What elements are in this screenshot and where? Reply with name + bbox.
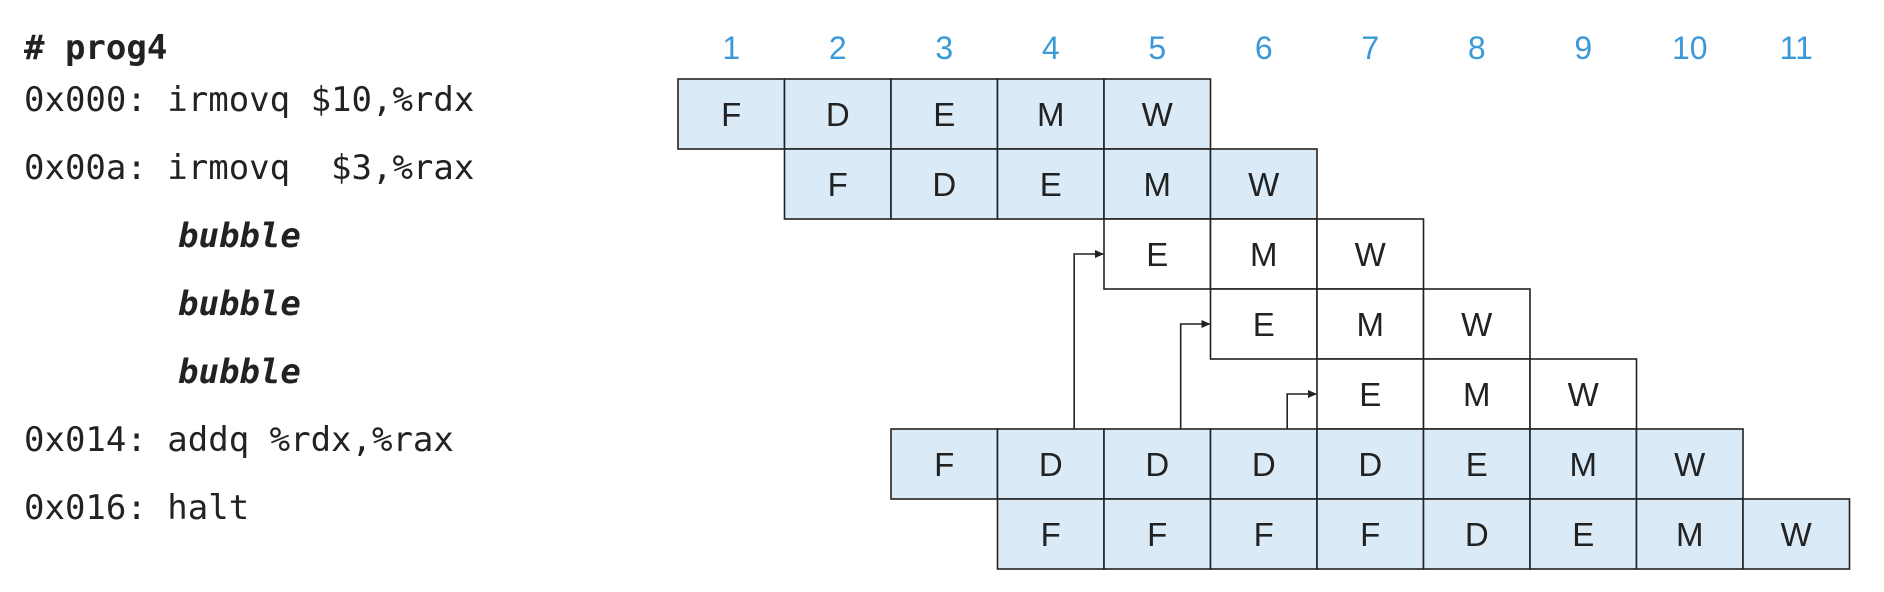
stage-label: F	[1041, 516, 1061, 553]
stage-label: M	[1250, 236, 1278, 273]
cycle-number: 4	[1042, 30, 1060, 66]
stage-label: W	[1248, 166, 1280, 203]
cycle-number: 2	[829, 30, 847, 66]
stage-cell	[1209, 218, 1318, 290]
stage-label: F	[721, 96, 741, 133]
stage-label: D	[1145, 446, 1169, 483]
stage-cell	[783, 78, 892, 150]
cycle-number: 1	[722, 30, 740, 66]
cycle-number: 8	[1468, 30, 1486, 66]
stage-cell	[1103, 498, 1212, 570]
stage-cell	[1422, 288, 1531, 360]
stage-cell	[1209, 498, 1318, 570]
stage-label: M	[1676, 516, 1704, 553]
stage-label: D	[1252, 446, 1276, 483]
cycle-number: 5	[1148, 30, 1166, 66]
stage-cell	[1209, 288, 1318, 360]
stage-cell	[1742, 498, 1851, 570]
stage-cell	[890, 148, 999, 220]
stage-label: W	[1568, 376, 1600, 413]
instruction-line: 0x016: halt	[24, 488, 250, 528]
stage-label: W	[1461, 306, 1493, 343]
stage-label: F	[934, 446, 954, 483]
stage-cell	[1635, 428, 1744, 500]
stage-cell	[996, 498, 1105, 570]
stage-cell	[996, 78, 1105, 150]
cycle-number: 9	[1574, 30, 1592, 66]
cycle-number: 11	[1780, 30, 1813, 66]
instruction-line: 0x00a: irmovq $3,%rax	[24, 148, 475, 188]
stage-label: M	[1144, 166, 1172, 203]
stage-label: F	[1254, 516, 1274, 553]
stage-label: E	[1359, 376, 1381, 413]
stage-label: W	[1142, 96, 1174, 133]
stage-label: D	[1039, 446, 1063, 483]
stage-cell	[1422, 358, 1531, 430]
stage-label: D	[1358, 446, 1382, 483]
bubble-line: bubble	[178, 216, 301, 256]
stage-cell	[1316, 428, 1425, 500]
stage-cell	[677, 78, 786, 150]
stage-cell	[1529, 358, 1638, 430]
stage-cell	[890, 78, 999, 150]
bubble-line: bubble	[178, 284, 301, 324]
stage-label: M	[1570, 446, 1598, 483]
stage-label: W	[1781, 516, 1813, 553]
stage-label: D	[932, 166, 956, 203]
stage-label: E	[1146, 236, 1168, 273]
stage-label: F	[1147, 516, 1167, 553]
stage-label: F	[1360, 516, 1380, 553]
stage-label: W	[1355, 236, 1387, 273]
stage-label: E	[1572, 516, 1594, 553]
stage-label: F	[828, 166, 848, 203]
stage-cell	[1209, 148, 1318, 220]
stage-label: W	[1674, 446, 1706, 483]
stall-arrow	[1179, 320, 1211, 429]
stall-arrow	[1073, 250, 1104, 429]
stage-label: D	[1465, 516, 1489, 553]
cycle-number: 3	[935, 30, 953, 66]
instruction-line: 0x000: irmovq $10,%rdx	[24, 80, 475, 120]
stage-label: M	[1357, 306, 1385, 343]
code-title: # prog4	[24, 28, 168, 68]
cycle-number: 7	[1361, 30, 1379, 66]
stage-label: D	[826, 96, 850, 133]
stage-cell	[1529, 498, 1638, 570]
cycle-number: 10	[1672, 30, 1708, 66]
stage-cell	[1635, 498, 1744, 570]
stage-label: M	[1037, 96, 1065, 133]
stall-arrow	[1286, 390, 1317, 429]
cycle-number: 6	[1255, 30, 1273, 66]
stage-label: E	[1253, 306, 1275, 343]
stage-label: M	[1463, 376, 1491, 413]
stage-cell	[996, 148, 1105, 220]
stage-label: E	[1040, 166, 1062, 203]
stage-label: E	[933, 96, 955, 133]
stage-cell	[1422, 498, 1531, 570]
stage-cell	[1422, 428, 1531, 500]
instruction-line: 0x014: addq %rdx,%rax	[24, 420, 454, 460]
stage-cell	[783, 148, 892, 220]
bubble-line: bubble	[178, 352, 301, 392]
stage-cell	[1103, 148, 1212, 220]
stage-label: E	[1466, 446, 1488, 483]
